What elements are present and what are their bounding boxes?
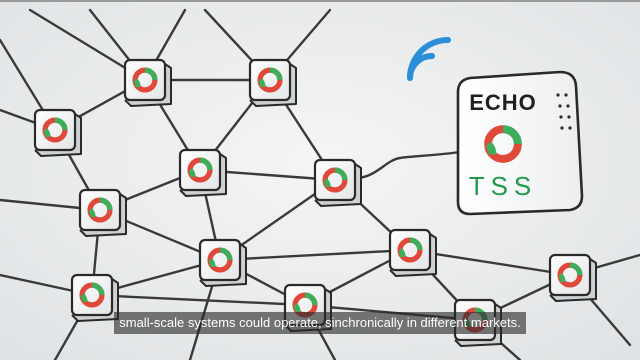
network-node	[123, 58, 172, 107]
device-model-label: TSS	[469, 171, 538, 201]
network-node	[453, 298, 502, 347]
network-node	[178, 148, 227, 197]
network-node	[283, 283, 332, 332]
echo-tss-device: ECHO TSS	[456, 70, 584, 216]
network-node	[70, 273, 119, 322]
network-node	[33, 108, 82, 157]
device-brand-label: ECHO	[469, 90, 537, 115]
ring-nodes	[33, 58, 597, 347]
network-node	[313, 158, 362, 207]
network-node	[248, 58, 297, 107]
network-node	[78, 188, 127, 237]
wifi-signal-icon	[407, 37, 451, 81]
network-node	[388, 228, 437, 277]
network-node	[548, 253, 597, 302]
network-node	[198, 238, 247, 287]
